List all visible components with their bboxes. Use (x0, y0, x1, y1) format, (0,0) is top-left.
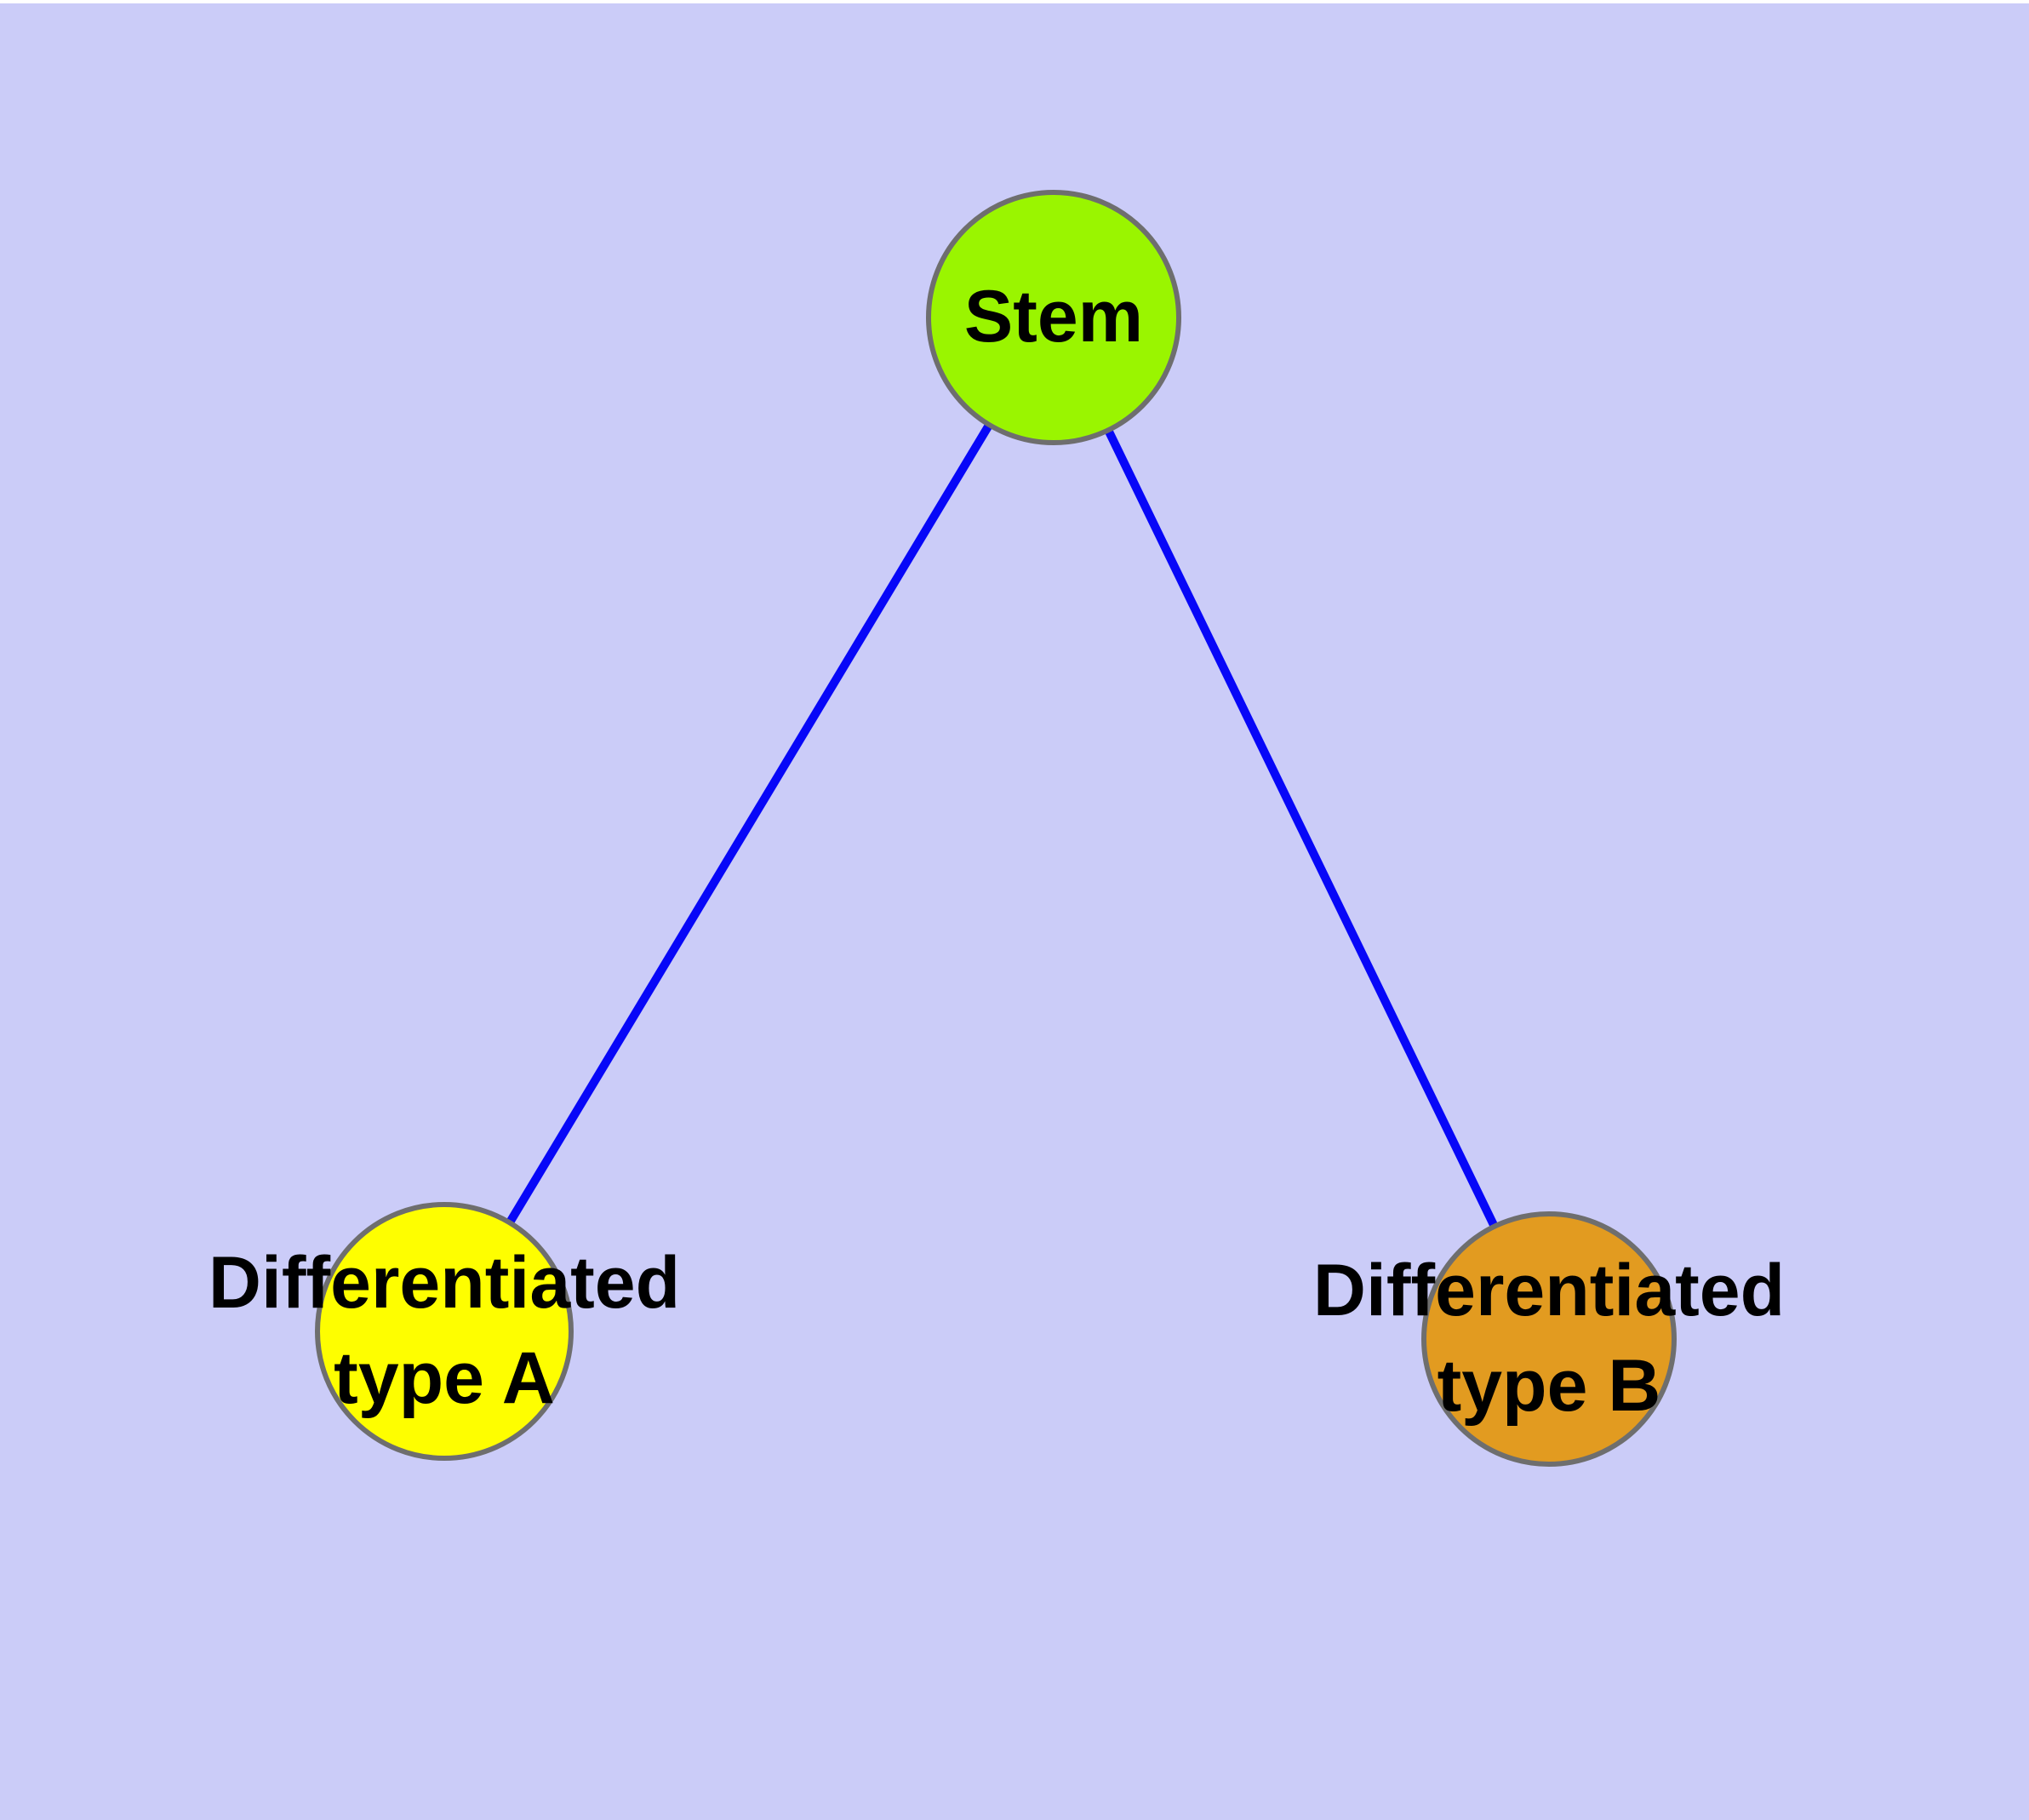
node-stem-circle[interactable] (926, 190, 1181, 445)
node-differentiated-type-a-label: Differentiated type A (209, 1236, 680, 1427)
node-label-line: type B (1437, 1345, 1661, 1427)
node-differentiated-type-b-circle[interactable] (1421, 1211, 1677, 1467)
top-margin (0, 0, 2029, 3)
node-label-line: Differentiated (208, 1242, 681, 1325)
node-differentiated-type-b-label: Differentiated type B (1313, 1244, 1785, 1434)
node-label-line: Stem (963, 276, 1144, 358)
edge-stem-to-type-b (1049, 315, 1553, 1342)
node-differentiated-type-a-circle[interactable] (315, 1202, 574, 1461)
node-differentiated-type-a[interactable]: Differentiated type A (209, 1202, 680, 1461)
node-label-line: Differentiated (1312, 1250, 1786, 1332)
node-differentiated-type-b[interactable]: Differentiated type B (1313, 1211, 1785, 1467)
node-stem[interactable]: Stem (926, 190, 1181, 445)
node-stem-label: Stem (964, 270, 1143, 365)
edge-stem-to-type-a (440, 315, 1058, 1334)
node-label-line: type A (334, 1337, 555, 1419)
